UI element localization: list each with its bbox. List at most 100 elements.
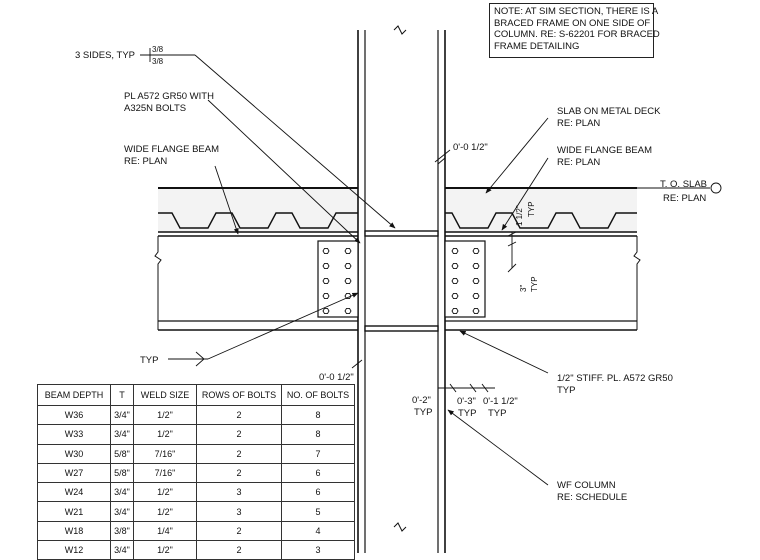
wf-beam-right-label-2: RE: PLAN [557,157,600,168]
dim-three-label: 3" [519,285,528,292]
beam-connection-schedule: BEAM DEPTH T WELD SIZE ROWS OF BOLTS NO.… [37,384,355,560]
t-cell: 5/8" [110,443,134,464]
weld-size-top: 3/8 [152,45,164,54]
shear-plate-right [444,240,486,318]
weld-size-cell: 1/2" [133,482,197,503]
rows-of-bolts-cell: 2 [196,424,282,445]
rows-of-bolts-cell: 3 [196,501,282,522]
no-of-bolts-cell: 8 [281,424,355,445]
tos-label-1: T. O. SLAB [660,179,707,190]
bolt-right [472,307,480,315]
plate-label-2: A325N BOLTS [124,103,186,114]
t-cell: 3/4" [110,482,134,503]
weld-size-cell: 7/16" [133,462,197,484]
wf-column [357,25,446,553]
bolt-left [344,262,352,270]
bolt-right [451,262,459,270]
bolt-left [322,247,330,255]
weld-sides-label: 3 SIDES, TYP [75,50,135,61]
col-weld-size: WELD SIZE [133,384,197,406]
bolt-right [451,307,459,315]
bolt-group [322,247,480,315]
bolt-right [472,262,480,270]
no-of-bolts-cell: 5 [281,501,355,522]
beam-left [154,235,358,331]
no-of-bolts-cell: 8 [281,404,355,426]
metal-deck-left [158,212,358,229]
t-cell: 3/4" [110,424,134,445]
plate-label-1: PL A572 GR50 WITH [124,91,214,102]
note-line: COLUMN. RE: S-62201 FOR BRACED [494,29,660,40]
beam-depth-cell: W24 [37,482,111,503]
rows-of-bolts-cell: 3 [196,482,282,503]
rows-of-bolts-cell: 2 [196,404,282,426]
weld-size-cell: 1/4" [133,520,197,542]
slab-left [158,187,358,233]
col-rows-of-bolts: ROWS OF BOLTS [196,384,282,406]
tos-label-2: RE: PLAN [663,193,706,204]
bolt-right [451,277,459,285]
bolt-right [472,277,480,285]
typ-three-label: TYP [458,408,476,419]
slab-label-1: SLAB ON METAL DECK [557,106,661,117]
weld-size-cell: 1/2" [133,501,197,522]
bolt-right [451,247,459,255]
bolt-left [322,277,330,285]
leader-lines [140,48,722,486]
bolt-right [472,292,480,300]
no-of-bolts-cell: 4 [281,520,355,542]
no-of-bolts-cell: 7 [281,443,355,464]
slab-label-2: RE: PLAN [557,118,600,129]
rows-of-bolts-cell: 2 [196,443,282,464]
wf-column-label-2: RE: SCHEDULE [557,492,627,503]
no-of-bolts-cell: 3 [281,540,355,560]
bolt-left [322,292,330,300]
beam-depth-cell: W18 [37,520,111,542]
t-cell: 3/4" [110,540,134,560]
general-note: NOTE: AT SIM SECTION, THERE IS A BRACED … [489,3,660,58]
dim-top-label: 0'-0 1/2" [453,142,488,153]
beam-depth-cell: W21 [37,501,111,522]
bolt-left [344,277,352,285]
bolt-left [322,262,330,270]
rows-of-bolts-cell: 2 [196,540,282,560]
wf-beam-left-label-1: WIDE FLANGE BEAM [124,144,219,155]
weld-size-bottom: 3/8 [152,57,164,66]
no-of-bolts-cell: 6 [281,482,355,503]
wf-column-label-1: WF COLUMN [557,480,616,491]
bolt-right [451,292,459,300]
typ-one-half-label: TYP [488,408,506,419]
beam-depth-cell: W30 [37,443,111,464]
col-no-of-bolts: NO. OF BOLTS [281,384,355,406]
slab-right [445,187,637,233]
stiff-label-2: TYP [557,385,575,396]
weld-size-cell: 1/2" [133,424,197,445]
dim-three-ft-label: 0'-3" [457,396,476,407]
weld-size-cell: 7/16" [133,443,197,464]
note-line: BRACED FRAME ON ONE SIDE OF [494,17,651,29]
dim-bottom-label: 0'-0 1/2" [319,372,354,383]
weld-size-cell: 1/2" [133,404,197,426]
t-cell: 3/8" [110,520,134,542]
note-line: NOTE: AT SIM SECTION, THERE IS A [494,6,659,17]
beam-depth-cell: W33 [37,424,111,445]
t-cell: 3/4" [110,404,134,426]
weld-size-cell: 1/2" [133,540,197,560]
beam-right [445,235,641,331]
schedule-header-row: BEAM DEPTH T WELD SIZE ROWS OF BOLTS NO.… [37,384,355,406]
bolt-left [322,307,330,315]
t-cell: 5/8" [110,462,134,484]
stiff-label-1: 1/2" STIFF. PL. A572 GR50 [557,373,673,384]
typ-label-mid: TYP [530,276,539,292]
wf-beam-right-label-1: WIDE FLANGE BEAM [557,145,652,156]
stiffener-top [364,230,439,237]
rows-of-bolts-cell: 2 [196,520,282,542]
